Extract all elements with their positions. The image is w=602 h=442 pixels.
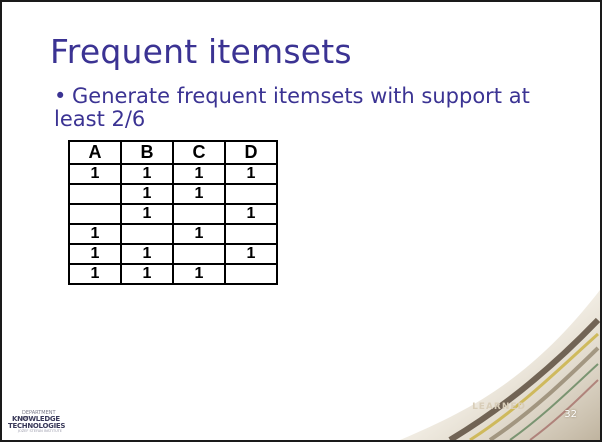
table-cell: 1	[120, 183, 174, 205]
table-row: 1 1 1 1	[68, 163, 278, 185]
table-cell: 1	[68, 223, 122, 245]
table-cell	[120, 223, 174, 245]
table-row: 1 1 1	[68, 243, 278, 265]
header-cell: B	[120, 140, 174, 165]
table-cell: 1	[224, 203, 278, 225]
table-cell	[224, 223, 278, 245]
table-cell: 1	[120, 263, 174, 285]
logo-line1: DEPARTMENT OF	[22, 410, 56, 422]
table-cell	[68, 183, 122, 205]
table-cell: 1	[120, 203, 174, 225]
bullet-dot-icon: •	[54, 84, 67, 108]
table-cell: 1	[172, 183, 226, 205]
table-cell	[224, 183, 278, 205]
slide-title: Frequent itemsets	[50, 32, 352, 71]
table-cell: 1	[224, 163, 278, 185]
table-row: 1 1 1	[68, 263, 278, 285]
table-row: 1 1	[68, 183, 278, 205]
table-cell	[172, 243, 226, 265]
table-cell: 1	[172, 163, 226, 185]
table-row: 1 1	[68, 203, 278, 225]
table-cell: 1	[68, 263, 122, 285]
logo-line4: JOŽEF STEFAN INSTITUTE	[18, 429, 63, 433]
department-logo: DEPARTMENT OF KNOWLEDGE TECHNOLOGIES JOŽ…	[8, 407, 66, 435]
logo-line3: TECHNOLOGIES	[8, 422, 66, 430]
table-row: 1 1	[68, 223, 278, 245]
decorative-cables-image	[400, 290, 600, 440]
table-cell: 1	[172, 223, 226, 245]
itemset-table: A B C D 1 1 1 1 1 1 1 1	[68, 140, 278, 285]
table-cell	[172, 203, 226, 225]
header-cell: D	[224, 140, 278, 165]
table-cell	[68, 203, 122, 225]
table-cell: 1	[224, 243, 278, 265]
header-cell: C	[172, 140, 226, 165]
bullet-text: Generate frequent itemsets with support …	[54, 84, 530, 131]
watermark-text: LEARNED	[472, 402, 526, 412]
table-cell: 1	[120, 163, 174, 185]
table-cell	[224, 263, 278, 285]
header-cell: A	[68, 140, 122, 165]
table-cell: 1	[120, 243, 174, 265]
page-number: 32	[564, 409, 577, 420]
bullet-item: •Generate frequent itemsets with support…	[54, 85, 574, 131]
table-cell: 1	[172, 263, 226, 285]
logo-line2: KNOWLEDGE	[12, 415, 60, 423]
table-cell: 1	[68, 243, 122, 265]
table-header-row: A B C D	[68, 140, 278, 165]
table-cell: 1	[68, 163, 122, 185]
